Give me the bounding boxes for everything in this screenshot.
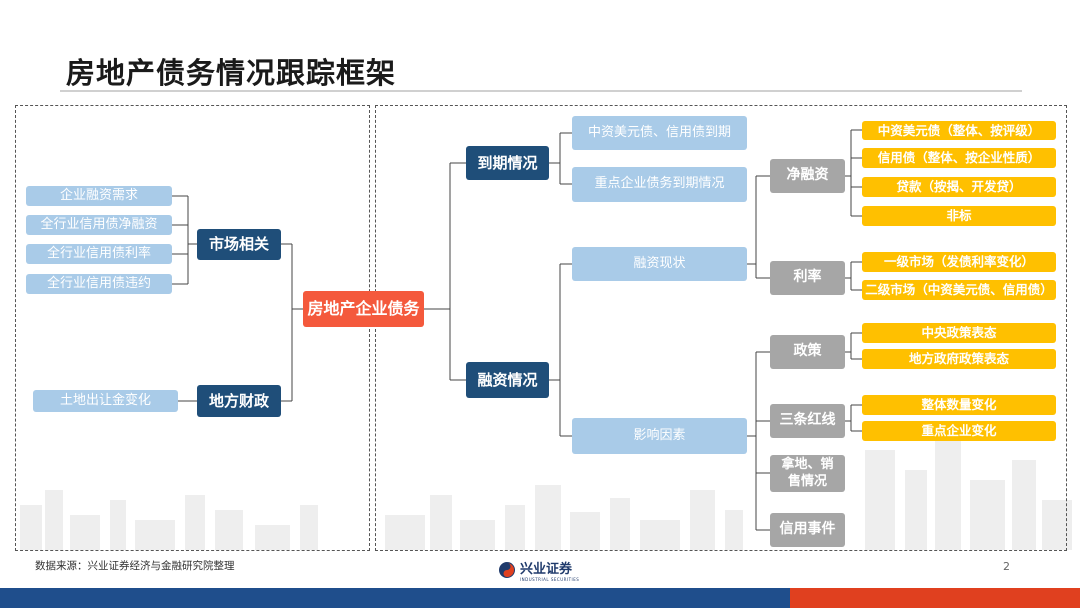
redline-node: 三条红线	[770, 404, 845, 438]
market-item-2: 全行业信用债净融资	[26, 215, 172, 235]
financing-factors-node: 影响因素	[572, 418, 747, 454]
policy-item-1: 中央政策表态	[862, 323, 1056, 343]
credit-events-node: 信用事件	[770, 513, 845, 547]
maturity-item-2: 重点企业债务到期情况	[572, 167, 747, 202]
land-sales-node: 拿地、销售情况	[770, 455, 845, 492]
market-node: 市场相关	[197, 229, 281, 260]
redline-item-1: 整体数量变化	[862, 395, 1056, 415]
net-item-3: 贷款（按揭、开发贷）	[862, 177, 1056, 197]
local-finance-node: 地方财政	[197, 385, 281, 417]
footer-bar-blue	[0, 588, 790, 608]
right-panel	[375, 105, 1067, 551]
logo-text: 兴业证券	[520, 562, 573, 577]
company-logo: 兴业证券 INDUSTRIAL SECURITIES	[498, 558, 579, 582]
net-item-4: 非标	[862, 206, 1056, 226]
local-finance-item-1: 土地出让金变化	[33, 390, 178, 412]
title-divider	[60, 90, 1022, 92]
logo-mark-icon	[499, 562, 515, 578]
page-title: 房地产债务情况跟踪框架	[66, 56, 397, 90]
financing-node: 融资情况	[466, 362, 549, 398]
net-item-1: 中资美元债（整体、按评级）	[862, 121, 1056, 140]
left-panel	[15, 105, 370, 551]
market-item-4: 全行业信用债违约	[26, 274, 172, 294]
market-item-3: 全行业信用债利率	[26, 244, 172, 264]
root-node: 房地产企业债务	[303, 291, 424, 327]
page-number: 2	[1003, 560, 1010, 573]
rate-item-1: 一级市场（发债利率变化）	[862, 252, 1056, 272]
footer-bar-red	[790, 588, 1080, 608]
policy-node: 政策	[770, 335, 845, 369]
maturity-node: 到期情况	[466, 146, 549, 180]
maturity-item-1: 中资美元债、信用债到期	[572, 116, 747, 150]
redline-item-2: 重点企业变化	[862, 421, 1056, 441]
rate-item-2: 二级市场（中资美元债、信用债）	[862, 280, 1056, 300]
financing-status-node: 融资现状	[572, 247, 747, 281]
logo-subtext: INDUSTRIAL SECURITIES	[520, 577, 580, 582]
policy-item-2: 地方政府政策表态	[862, 349, 1056, 369]
market-item-1: 企业融资需求	[26, 186, 172, 206]
data-source-note: 数据来源：兴业证券经济与金融研究院整理	[35, 560, 235, 572]
net-financing-node: 净融资	[770, 159, 845, 193]
net-item-2: 信用债（整体、按企业性质）	[862, 148, 1056, 168]
rate-node: 利率	[770, 261, 845, 295]
